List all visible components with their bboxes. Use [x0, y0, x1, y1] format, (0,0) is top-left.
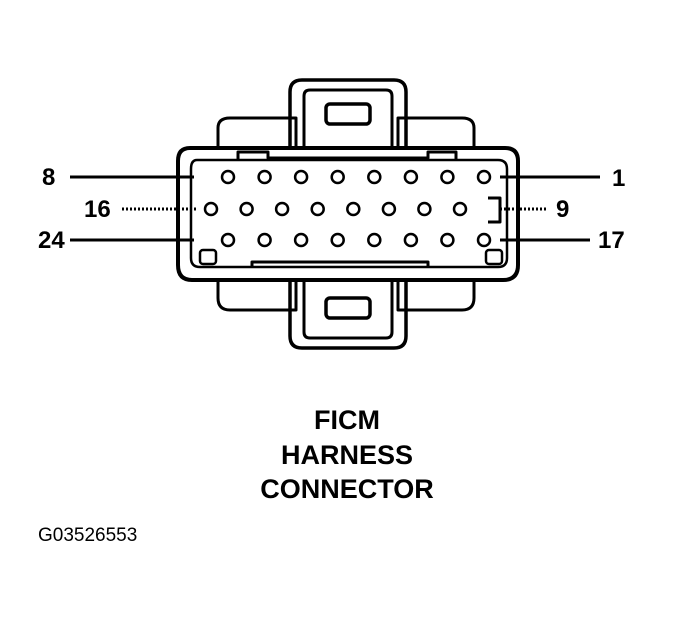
pin-label-16: 16 [84, 196, 111, 223]
pin-cavity-1 [476, 169, 492, 185]
pin-cavity-10 [417, 201, 432, 217]
bottom-latch [288, 280, 408, 350]
pin-cavity-7 [257, 169, 272, 185]
pin-label-1: 1 [612, 165, 625, 192]
title-line-1: FICM [314, 405, 380, 435]
pin-cavity-23 [257, 232, 272, 248]
top-latch-window [324, 102, 372, 126]
pin-cavity-14 [274, 201, 290, 217]
connector-body [176, 78, 520, 350]
pin-cavity-11 [381, 201, 397, 217]
pin-cavity-8 [220, 169, 236, 185]
pin-cavities [203, 169, 492, 248]
figure-id: G03526553 [38, 525, 137, 546]
pin-cavity-16 [203, 201, 219, 217]
pin-cavity-20 [367, 232, 382, 248]
right-corner-tab [484, 248, 504, 266]
top-shroud [216, 116, 476, 148]
pin-cavity-22 [293, 232, 309, 248]
inner-housing [189, 158, 509, 269]
leader-lines [70, 175, 600, 242]
top-latch [288, 78, 408, 148]
pin-cavity-12 [346, 201, 361, 217]
top-latch-inner [302, 88, 394, 146]
pin-cavity-6 [293, 169, 309, 185]
left-corner-tab [198, 248, 218, 266]
pin-9-marker [488, 196, 502, 224]
title-line-3: CONNECTOR [260, 474, 434, 504]
pin-cavity-15 [239, 201, 254, 217]
pin-cavity-9 [452, 201, 468, 217]
pin-label-8: 8 [42, 164, 55, 191]
title-line-2: HARNESS [281, 440, 413, 470]
pin-label-24: 24 [38, 227, 65, 254]
top-keyway [236, 150, 458, 160]
outer-housing [176, 146, 520, 282]
pin-cavity-2 [440, 169, 455, 185]
pin-cavity-3 [403, 169, 419, 185]
pin-cavity-21 [330, 232, 345, 248]
bottom-shroud [216, 280, 476, 312]
pin-cavity-13 [310, 201, 325, 217]
bottom-latch-window [324, 296, 372, 320]
pin-label-9: 9 [556, 196, 569, 223]
pin-cavity-4 [367, 169, 382, 185]
pin-cavity-5 [330, 169, 345, 185]
pin-cavity-19 [403, 232, 419, 248]
pin-cavity-17 [476, 232, 492, 248]
pin-cavity-18 [440, 232, 455, 248]
bottom-keyway [250, 260, 430, 267]
pin-cavity-24 [220, 232, 236, 248]
pin-label-17: 17 [598, 227, 625, 254]
bottom-latch-inner [302, 282, 394, 340]
